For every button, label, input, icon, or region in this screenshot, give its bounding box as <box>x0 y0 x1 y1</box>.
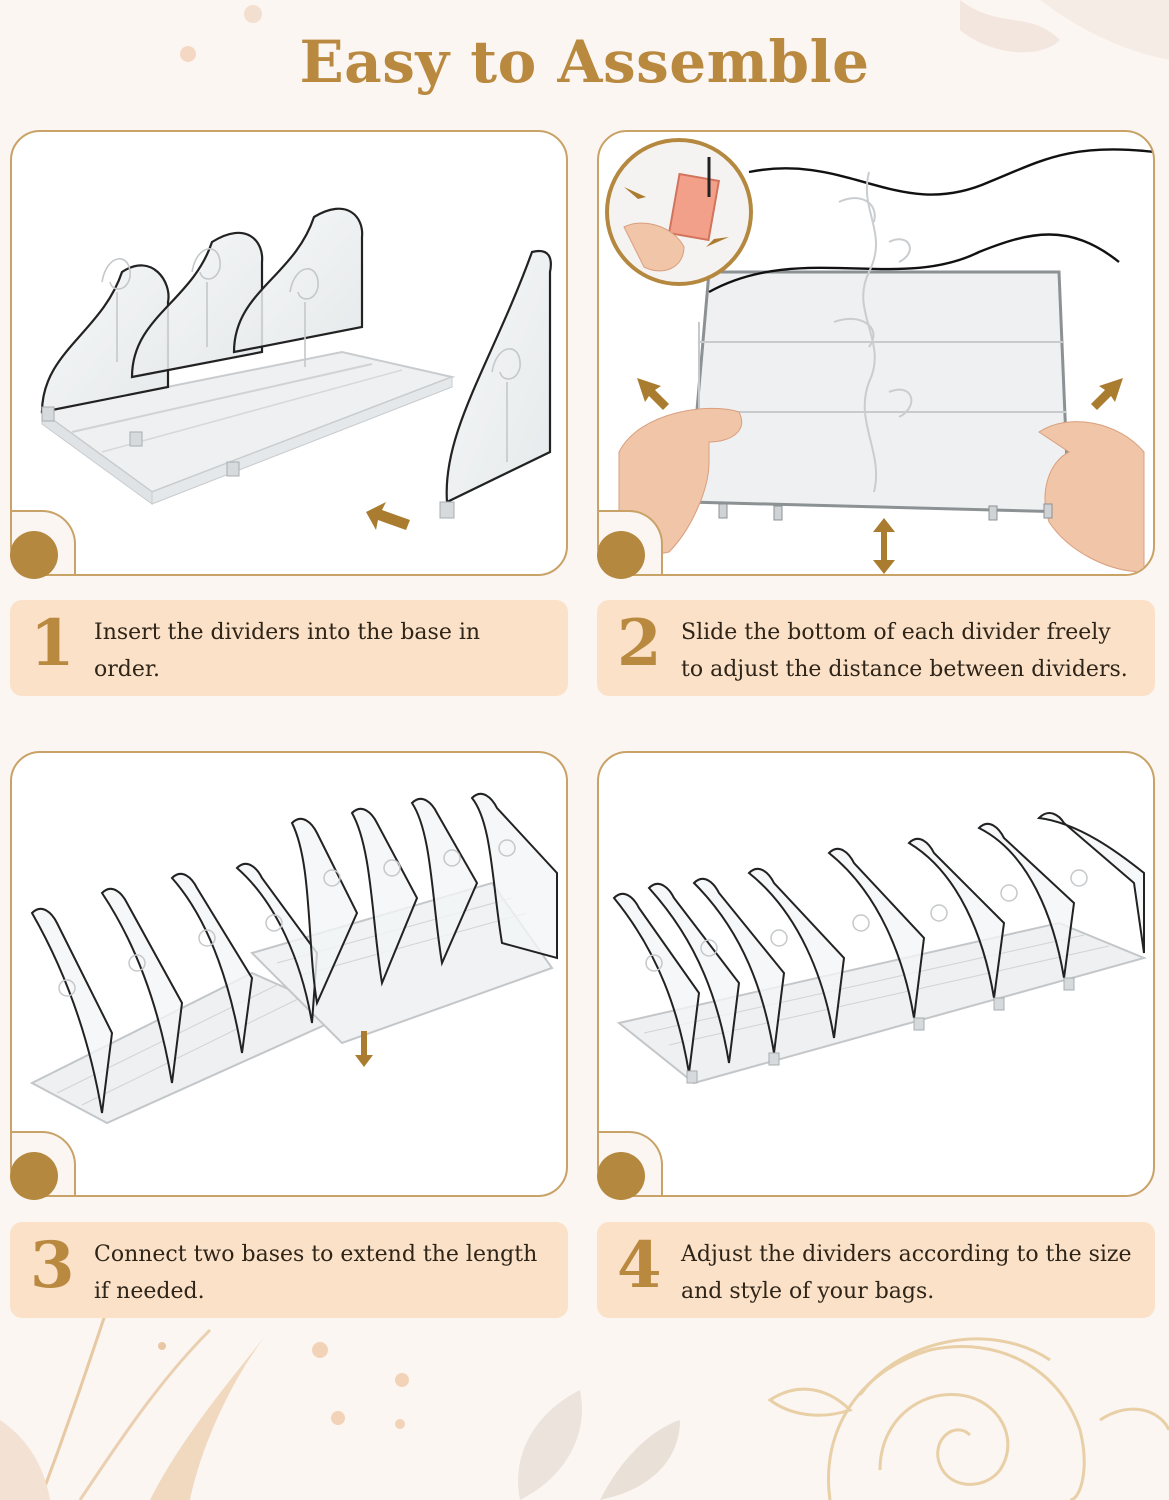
sliding-divider-illustration <box>618 148 1153 573</box>
step-text: Slide the bottom of each divider freely … <box>681 620 1128 682</box>
down-arrow-icon <box>355 1031 373 1067</box>
step-2-image-panel <box>597 130 1155 576</box>
step-dot-icon <box>597 1152 645 1200</box>
step-dot-icon <box>10 1152 58 1200</box>
step-3-caption: 3 Connect two bases to extend the length… <box>10 1222 568 1318</box>
step-number: 1 <box>30 606 75 681</box>
adjusted-dividers-illustration <box>612 812 1148 1085</box>
step-number: 2 <box>617 606 662 681</box>
step-3-image-panel <box>10 751 568 1197</box>
step-dot-icon <box>597 531 645 579</box>
step-2-caption: 2 Slide the bottom of each divider freel… <box>597 600 1155 696</box>
step-1-image-panel <box>10 130 568 576</box>
divider-base-illustration <box>39 207 552 519</box>
step-text: Adjust the dividers according to the siz… <box>681 1242 1132 1304</box>
vertical-arrow-icon <box>873 518 895 574</box>
insert-arrow-icon <box>366 502 410 530</box>
step-1-caption: 1 Insert the dividers into the base in o… <box>10 600 568 696</box>
connected-bases-illustration <box>29 792 558 1125</box>
step-4-image-panel <box>597 751 1155 1197</box>
step-4-caption: 4 Adjust the dividers according to the s… <box>597 1222 1155 1318</box>
right-arrow-icon <box>1091 378 1123 410</box>
step-text: Insert the dividers into the base in ord… <box>94 620 481 682</box>
step-text: Connect two bases to extend the length i… <box>94 1242 538 1304</box>
step-number: 3 <box>30 1228 75 1303</box>
step-dot-icon <box>10 531 58 579</box>
step-number: 4 <box>617 1228 662 1303</box>
left-arrow-icon <box>637 378 669 410</box>
page-title: Easy to Assemble <box>299 28 870 96</box>
